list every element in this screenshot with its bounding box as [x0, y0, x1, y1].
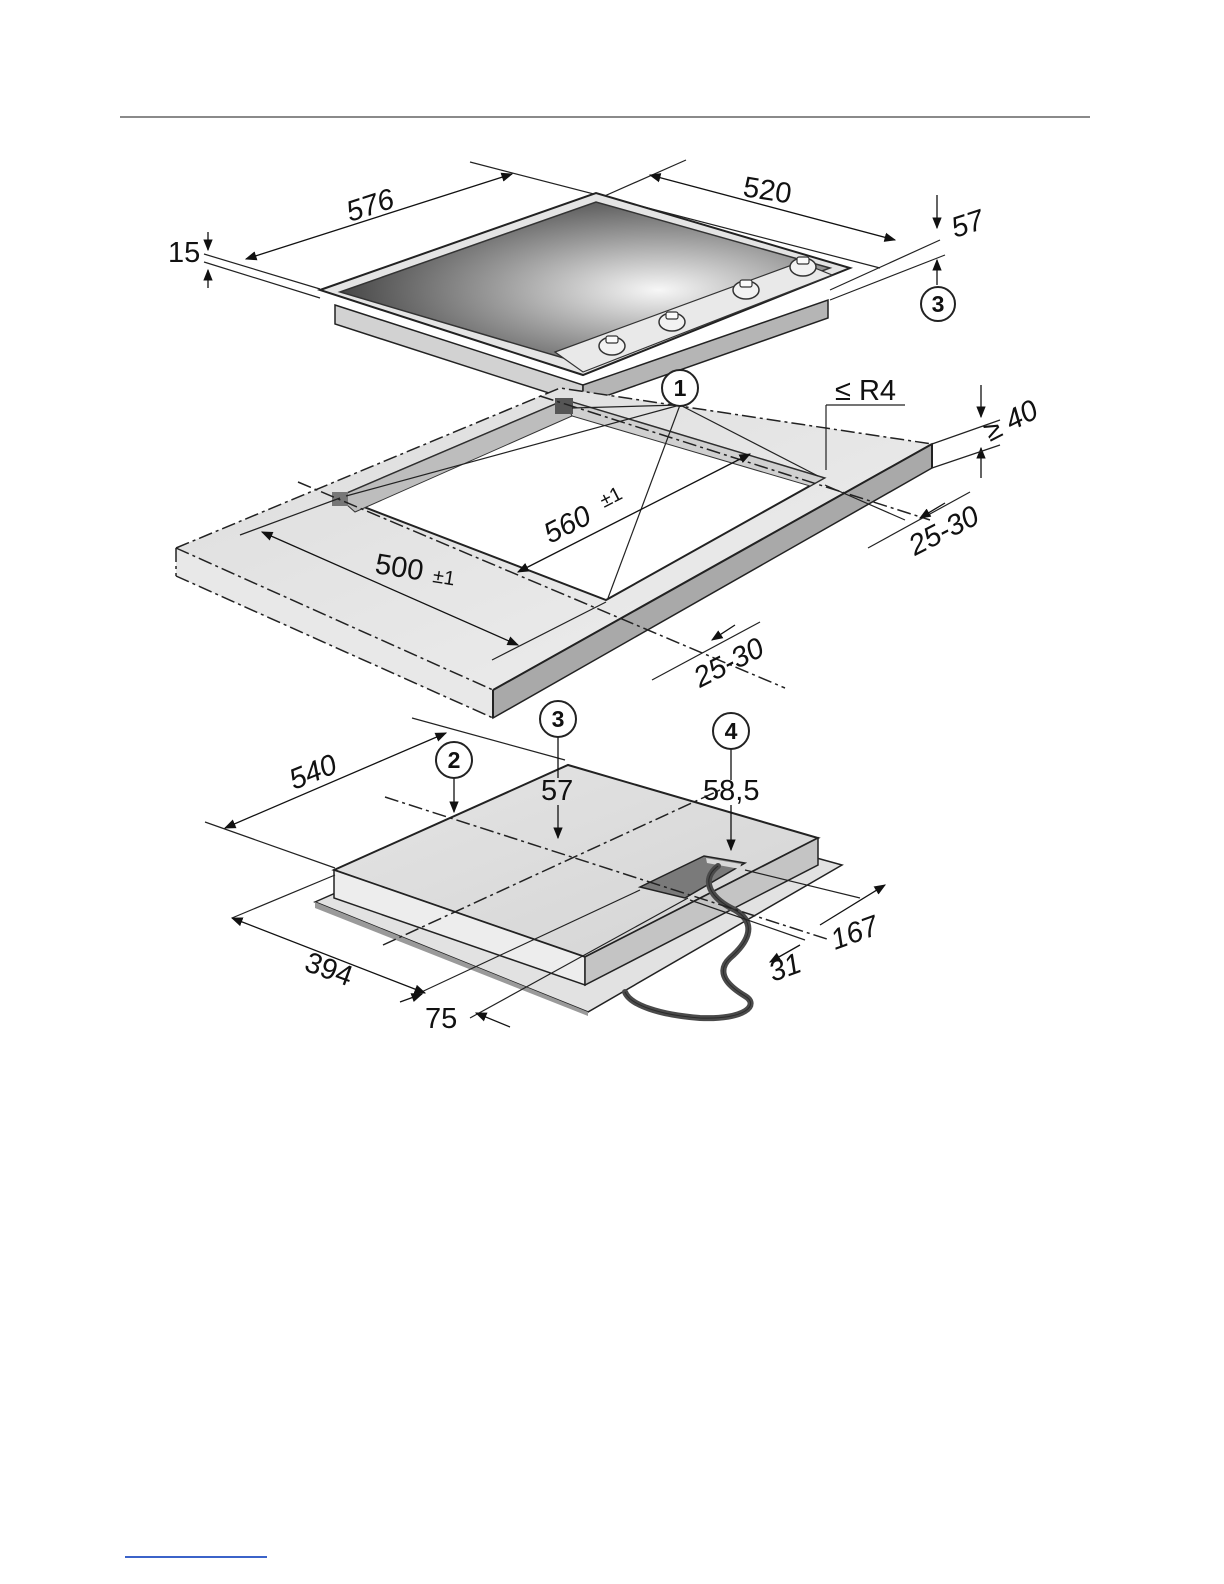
dim-r4: ≤ R4 — [835, 375, 896, 407]
hob-drawing: 576 520 15 57 3 — [168, 160, 990, 404]
dim-25-30-front: 25-30 — [688, 632, 770, 695]
worktop-cutout-drawing: 560 ±1 500 ±1 25-30 25-30 ≤ R4 ≥ 40 1 — [176, 370, 1043, 718]
dim-25-30-right: 25-30 — [903, 500, 985, 563]
svg-text:3: 3 — [932, 291, 945, 317]
tol-500: ±1 — [431, 565, 456, 590]
dim-75: 75 — [425, 1003, 457, 1035]
dim-394: 394 — [301, 947, 357, 994]
svg-text:3: 3 — [552, 706, 565, 732]
dim-540: 540 — [285, 749, 342, 797]
callout-4: 4 — [713, 713, 749, 749]
footer-link[interactable] — [125, 1556, 267, 1558]
svg-text:2: 2 — [448, 747, 461, 773]
dim-58-5: 58,5 — [703, 775, 759, 807]
callout-1: 1 — [662, 370, 698, 406]
housing-drawing: 540 57 58,5 394 75 31 167 2 3 4 — [205, 701, 885, 1035]
svg-text:1: 1 — [674, 375, 687, 401]
dim-57-bottom: 57 — [541, 775, 573, 807]
callout-3-bottom: 3 — [540, 701, 576, 737]
knob-icon — [790, 257, 816, 276]
knob-icon — [733, 280, 759, 299]
dim-57-top: 57 — [947, 204, 989, 245]
knob-icon — [659, 312, 685, 331]
dim-520: 520 — [741, 171, 794, 210]
callout-2: 2 — [436, 742, 472, 778]
callout-3-top: 3 — [921, 287, 955, 321]
dim-40: ≥ 40 — [979, 394, 1044, 448]
dim-31: 31 — [764, 947, 805, 988]
dim-15: 15 — [168, 237, 200, 269]
dim-576: 576 — [342, 183, 399, 229]
svg-text:4: 4 — [725, 718, 738, 744]
knob-icon — [599, 336, 625, 355]
